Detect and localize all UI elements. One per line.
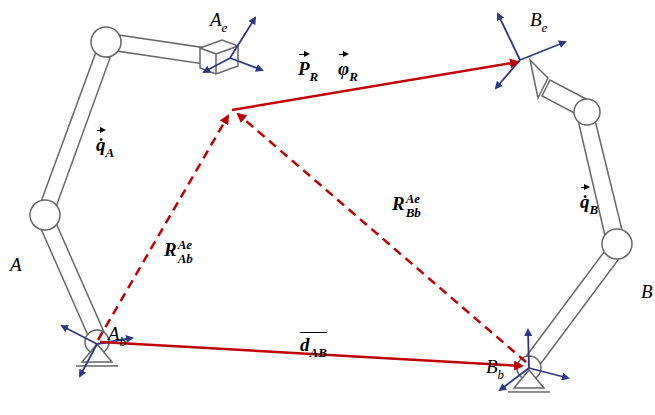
symbol: φ [338, 52, 349, 78]
arm-name: B [641, 282, 653, 301]
symbol: d [300, 334, 310, 355]
distance-label: dAB [300, 332, 327, 354]
subscript: AB [310, 345, 327, 360]
frame-label: Be [530, 10, 547, 29]
subscript: B [590, 202, 599, 217]
vector-label: φR [338, 52, 358, 78]
subscript: Ab [178, 252, 193, 266]
robot-arm-b [508, 60, 632, 392]
symbol: R [164, 239, 177, 260]
subscript: A [106, 145, 115, 160]
frame-label: Bb [486, 357, 504, 376]
joint-velocity-label: q̇B [580, 185, 598, 211]
symbol: A [108, 323, 120, 344]
transform-label: RAeAb [164, 238, 193, 265]
symbol: R [392, 193, 405, 214]
arm-name: A [10, 255, 22, 274]
subscript: b [498, 367, 505, 382]
subscript: Bb [406, 206, 421, 220]
symbol: B [530, 9, 542, 30]
index-stack: AeBb [406, 192, 421, 219]
superscript: Ae [406, 192, 421, 206]
symbol: B [641, 281, 653, 302]
superscript: Ae [178, 238, 193, 252]
frame-label: Ab [108, 324, 126, 343]
subscript: R [349, 69, 358, 84]
symbol: B [486, 356, 498, 377]
robot-arm-a [30, 27, 238, 366]
symbol: q̇ [96, 128, 106, 154]
joint-velocity-label: q̇A [96, 128, 114, 154]
subscript: b [120, 334, 127, 349]
transform-vectors [98, 62, 526, 366]
vector-label: PR [298, 52, 318, 78]
transform-label: RAeBb [392, 192, 421, 219]
frame-label: Ae [210, 10, 227, 29]
overbar-group: dAB [300, 332, 327, 354]
subscript: e [222, 20, 228, 35]
subscript: e [542, 20, 548, 35]
subscript: R [310, 69, 319, 84]
frame-axes [62, 14, 568, 390]
symbol: A [210, 9, 222, 30]
symbol: A [10, 254, 22, 275]
symbol: q̇ [580, 185, 590, 211]
symbol: P [298, 52, 310, 78]
index-stack: AeAb [178, 238, 193, 265]
